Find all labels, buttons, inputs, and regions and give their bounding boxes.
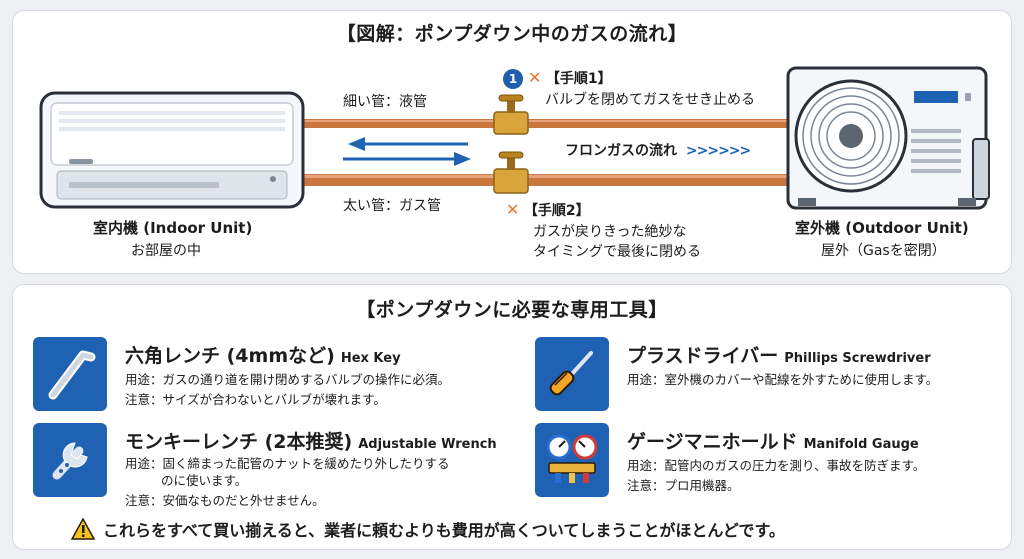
hex-key-icon xyxy=(33,337,107,411)
warning-text: これらをすべて買い揃えると、業者に頼むよりも費用が高くついてしまうことがほとんど… xyxy=(103,521,785,540)
tools-title: 【ポンプダウンに必要な専用工具】 xyxy=(356,299,668,321)
tool-4-name-jp: ゲージマニホールド xyxy=(627,431,798,453)
manifold-gauge-icon xyxy=(535,423,609,497)
flow-label-text: フロンガスの流れ xyxy=(565,143,677,159)
tool-1-name: 六角レンチ (4mmなど) Hex Key xyxy=(125,341,401,368)
outdoor-unit-title: 室外機 (Outdoor Unit) xyxy=(795,219,969,237)
indoor-unit-icon xyxy=(39,91,305,209)
flow-arrow-right-icon xyxy=(343,152,471,166)
step-2-desc-line1: ガスが戻りきった絶妙な xyxy=(533,224,687,240)
tool-2-use: 用途：室外機のカバーや配線を外すために使用します。 xyxy=(627,372,939,387)
wrench-icon xyxy=(33,423,107,497)
tool-4-note: 注意：プロ用機器。 xyxy=(627,478,740,493)
tool-2-name-jp: プラスドライバー xyxy=(627,345,779,367)
valve-2-icon xyxy=(493,151,529,194)
tool-3-use-line2: のに使います。 xyxy=(161,473,248,488)
tool-4-name: ゲージマニホールド Manifold Gauge xyxy=(627,427,919,454)
flow-label: フロンガスの流れ >>>>>> xyxy=(565,142,751,160)
tool-1-use: 用途：ガスの通り道を開け閉めするバルブの操作に必須。 xyxy=(125,372,451,387)
tool-3-name-jp: モンキーレンチ (2本推奨) xyxy=(125,431,353,453)
flow-arrow-left-icon xyxy=(348,137,468,151)
thin-pipe-label: 細い管：液管 xyxy=(343,94,427,110)
pipe-diagram xyxy=(39,66,990,210)
tool-1-note: 注意：サイズが合わないとバルブが壊れます。 xyxy=(125,392,386,407)
diagram-panel: 【図解：ポンプダウン中のガスの流れ】 xyxy=(12,10,1012,274)
step-1-number-icon: 1 xyxy=(503,69,523,89)
flow-chevrons-icon: >>>>>> xyxy=(685,143,751,159)
step-2-desc-line2: タイミングで最後に閉める xyxy=(533,244,701,260)
tool-2-name-en: Phillips Screwdriver xyxy=(784,351,931,366)
tool-4-name-en: Manifold Gauge xyxy=(803,437,919,452)
step-x-icon: ✕ xyxy=(506,200,520,219)
tool-2-name: プラスドライバー Phillips Screwdriver xyxy=(627,341,931,368)
step-1-title: 【手順1】 xyxy=(545,71,612,87)
indoor-unit-title: 室内機 (Indoor Unit) xyxy=(93,219,253,237)
step-2-block: ✕ 【手順2】 xyxy=(506,201,590,220)
tool-3-use-line1: 用途：固く締まった配管のナットを緩めたり外したりする xyxy=(125,456,450,471)
step-2-title: 【手順2】 xyxy=(523,203,590,219)
step-1-desc: バルブを閉めてガスをせき止める xyxy=(545,92,755,108)
warning-row: これらをすべて買い揃えると、業者に頼むよりも費用が高くついてしまうことがほとんど… xyxy=(71,517,785,541)
outdoor-unit-sub: 屋外（Gasを密閉） xyxy=(821,243,946,259)
tool-3-name-en: Adjustable Wrench xyxy=(358,437,497,452)
step-1-block: ✕ 【手順1】 xyxy=(528,69,612,88)
tool-1-name-jp: 六角レンチ (4mmなど) xyxy=(125,345,335,367)
outdoor-unit-icon xyxy=(786,66,990,210)
warning-icon xyxy=(71,518,95,540)
tool-4-use: 用途：配管内のガスの圧力を測り、事故を防ぎます。 xyxy=(627,458,926,473)
indoor-unit-sub: お部屋の中 xyxy=(131,243,201,259)
tool-1-name-en: Hex Key xyxy=(340,351,401,366)
thick-pipe-label: 太い管：ガス管 xyxy=(343,198,441,214)
valve-1-icon xyxy=(493,94,529,135)
diagram-title: 【図解：ポンプダウン中のガスの流れ】 xyxy=(336,23,688,45)
tools-panel: 【ポンプダウンに必要な専用工具】 六角レンチ (4mmなど) Hex Key 用途… xyxy=(12,284,1012,550)
step-x-icon: ✕ xyxy=(528,68,542,87)
tool-3-note: 注意：安価なものだと外せません。 xyxy=(125,493,325,508)
screwdriver-icon xyxy=(535,337,609,411)
tool-3-name: モンキーレンチ (2本推奨) Adjustable Wrench xyxy=(125,427,497,454)
